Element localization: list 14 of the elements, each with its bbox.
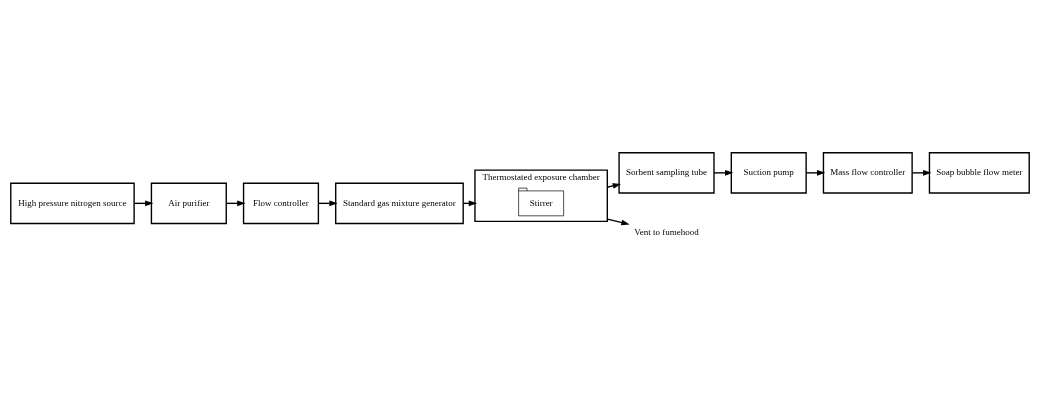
node-box: High pressure nitrogen source bbox=[10, 182, 135, 224]
arrow bbox=[606, 217, 630, 225]
node-box: Suction pump bbox=[730, 151, 807, 194]
node-box: Flow controller bbox=[242, 182, 320, 224]
arrow bbox=[713, 169, 734, 176]
node-text: Vent to fumehood bbox=[634, 226, 699, 237]
arrow bbox=[805, 169, 826, 176]
node-box: Mass flow controller bbox=[822, 151, 913, 194]
node-box: Standard gas mixture generator bbox=[335, 182, 464, 224]
node-box: Sorbent sampling tube bbox=[618, 151, 715, 194]
arrow bbox=[606, 182, 622, 189]
arrow bbox=[911, 169, 932, 176]
node-box: Air purifier bbox=[150, 182, 227, 224]
node-box: Soap bubble flow meter bbox=[928, 151, 1030, 194]
